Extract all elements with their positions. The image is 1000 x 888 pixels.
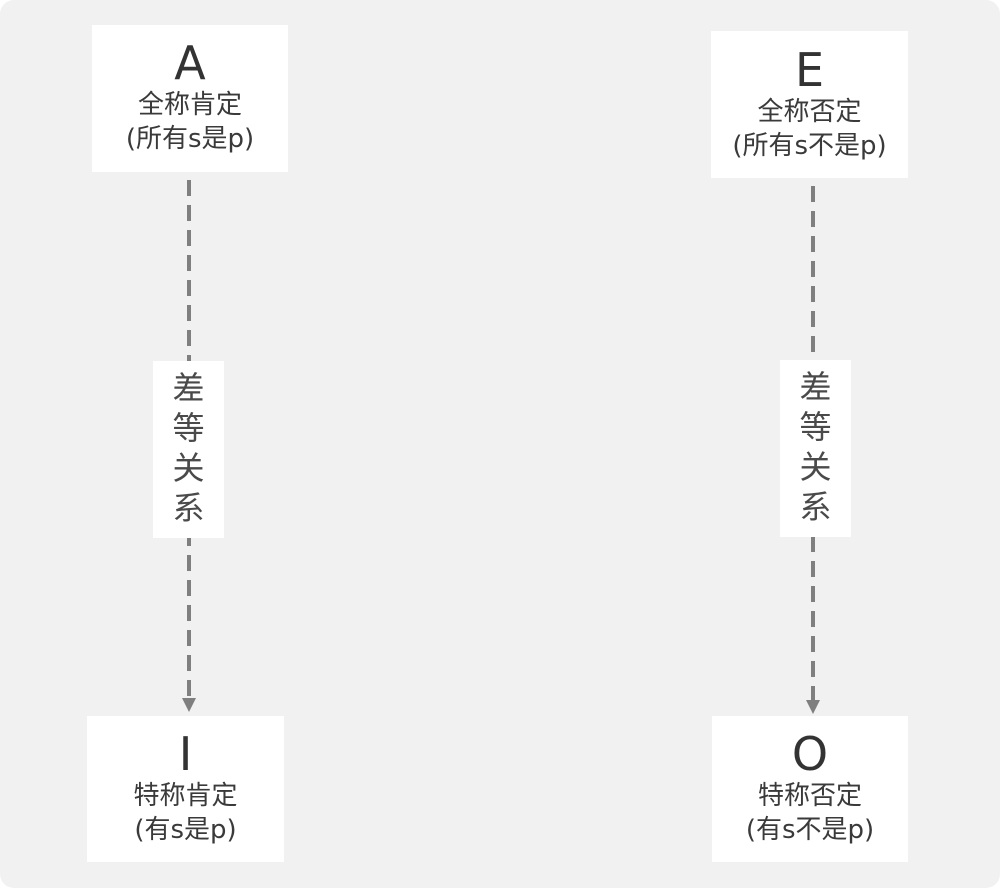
node-letter: E <box>794 43 825 97</box>
relation-char: 关 <box>172 449 205 487</box>
node-subtitle: (有s是p) <box>134 815 237 845</box>
relation-label-left: 差 等 关 系 <box>153 361 224 538</box>
node-i-particular-affirmative: I 特称肯定 (有s是p) <box>87 716 284 862</box>
relation-char: 系 <box>172 489 205 527</box>
node-title: 特称否定 <box>757 781 862 811</box>
relation-char: 差 <box>172 369 205 407</box>
arrowhead-e-to-o <box>806 700 820 714</box>
relation-char: 系 <box>799 488 832 526</box>
node-letter: O <box>791 727 829 781</box>
relation-char: 差 <box>799 368 832 406</box>
node-subtitle: (所有s不是p) <box>732 131 887 161</box>
node-title: 全称肯定 <box>137 90 242 120</box>
arrowhead-a-to-i <box>182 698 196 712</box>
relation-label-right: 差 等 关 系 <box>780 360 851 537</box>
node-title: 特称肯定 <box>133 781 238 811</box>
relation-char: 关 <box>799 448 832 486</box>
relation-char: 等 <box>172 409 205 447</box>
node-subtitle: (有s不是p) <box>745 815 875 845</box>
node-letter: A <box>174 36 206 90</box>
node-title: 全称否定 <box>757 97 862 127</box>
node-e-universal-negative: E 全称否定 (所有s不是p) <box>711 31 908 178</box>
node-a-universal-affirmative: A 全称肯定 (所有s是p) <box>92 25 288 172</box>
node-o-particular-negative: O 特称否定 (有s不是p) <box>712 716 908 862</box>
relation-char: 等 <box>799 408 832 446</box>
node-subtitle: (所有s是p) <box>125 124 255 154</box>
node-letter: I <box>178 727 193 781</box>
